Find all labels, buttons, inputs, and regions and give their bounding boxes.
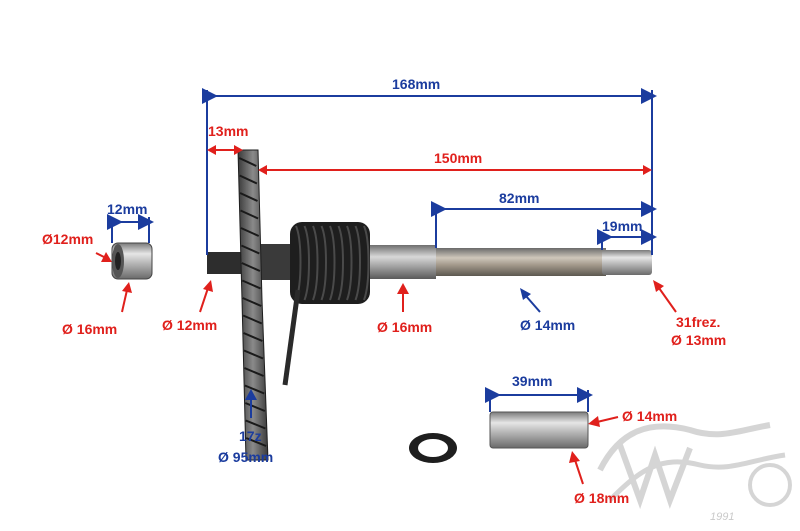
spline-end — [602, 250, 652, 275]
dimension-labels: 168mm 13mm 150mm 82mm 19mm 12mm Ø12mm Ø … — [42, 76, 726, 506]
label-bushing-outer: Ø 16mm — [62, 321, 117, 337]
label-shaft-end: Ø 12mm — [162, 317, 217, 333]
label-gear-dia: Ø 95mm — [218, 449, 273, 465]
watermark-year: 1991 — [710, 511, 734, 523]
label-sleeve-length: 39mm — [512, 373, 552, 389]
label-spline-length: 19mm — [602, 218, 642, 234]
small-bushing — [111, 242, 153, 280]
label-thin-section: 82mm — [499, 190, 539, 206]
dimension-lines — [107, 88, 657, 412]
label-shaft-thin: Ø 14mm — [520, 317, 575, 333]
sleeve — [489, 411, 589, 449]
label-shaft-mid: Ø 16mm — [377, 319, 432, 335]
label-sleeve-outer: Ø 18mm — [574, 490, 629, 506]
label-gear-offset: 13mm — [208, 123, 248, 139]
label-sleeve-inner: Ø 14mm — [622, 408, 677, 424]
return-spring — [282, 222, 370, 386]
label-shaft-length: 150mm — [434, 150, 482, 166]
label-bushing-length: 12mm — [107, 201, 147, 217]
washer — [409, 433, 457, 463]
label-spline-count: 31frez. — [676, 314, 720, 330]
kickstart-shaft — [207, 244, 652, 280]
label-bushing-inner: Ø12mm — [42, 231, 93, 247]
watermark-logo: 1991 — [597, 422, 792, 523]
red-dimension-lines — [95, 145, 677, 485]
starter-gear — [237, 149, 269, 461]
label-total-length: 168mm — [392, 76, 440, 92]
blue-pointer-arrows — [245, 288, 541, 418]
label-spline-dia: Ø 13mm — [671, 332, 726, 348]
label-gear-teeth: 17z — [239, 428, 262, 444]
